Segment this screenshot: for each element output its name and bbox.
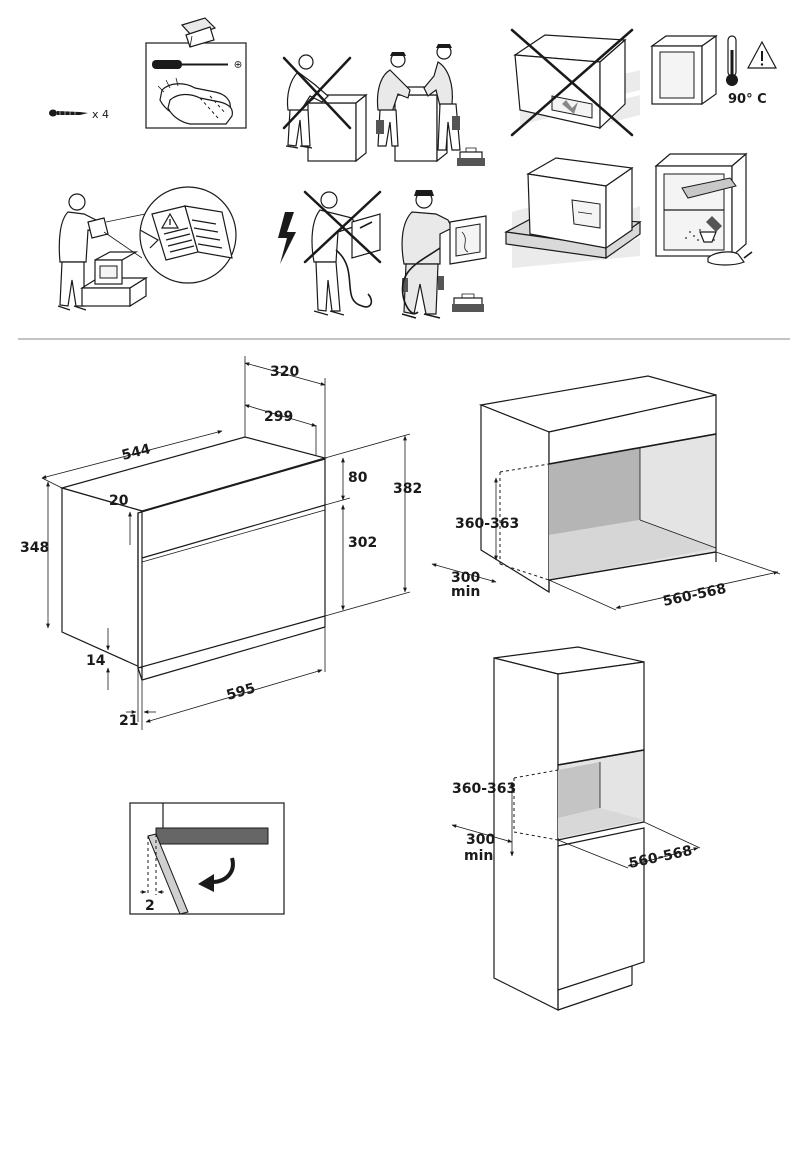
bracket-icon <box>180 17 217 48</box>
qualified-electrician <box>401 190 487 319</box>
electrical-danger-forbidden <box>278 190 382 316</box>
gap-detail <box>129 802 285 915</box>
dim-depth-body: 299 <box>264 409 293 425</box>
rotation-arrow-icon <box>198 857 235 892</box>
toolbox-icon-2 <box>452 293 484 312</box>
read-manual-illustration <box>57 186 237 311</box>
brush-icon <box>699 216 722 243</box>
oven-dimension-drawing <box>41 356 411 730</box>
dustpan-icon <box>707 251 753 266</box>
oven-on-protective-base <box>504 157 642 268</box>
niche-top-depth: 300 <box>451 570 480 586</box>
lightning-icon <box>278 212 296 264</box>
screwdriver-icon <box>152 60 242 69</box>
dim-front-offset: 21 <box>119 713 138 729</box>
gap-value: 2 <box>145 898 155 914</box>
screw-quantity: x 4 <box>92 108 109 121</box>
dim-panel-top: 20 <box>109 493 129 509</box>
dim-height: 348 <box>20 540 49 556</box>
toolbox-icon <box>457 147 485 166</box>
dim-upper-front: 80 <box>348 470 368 486</box>
thermometer-icon <box>726 35 738 86</box>
two-persons-lifting <box>376 44 485 166</box>
dim-depth-total: 320 <box>270 364 299 380</box>
niche-column-cabinet <box>451 646 701 1011</box>
dim-width: 544 <box>120 441 152 464</box>
tools-panel <box>145 17 247 129</box>
gloves-icon <box>157 77 233 125</box>
niche-top-height: 360-363 <box>455 516 519 532</box>
dim-total-height: 382 <box>393 481 422 497</box>
clean-cabinet-dust <box>654 152 753 266</box>
warning-icon <box>746 40 778 69</box>
niche-top-width: 560-568 <box>662 581 728 610</box>
dim-front-width: 595 <box>225 680 258 703</box>
niche-upper-cabinet <box>431 375 781 611</box>
dim-panel-bottom: 14 <box>86 653 106 669</box>
oven-damaged-forbidden <box>510 28 640 137</box>
niche-column-height: 360-363 <box>452 781 516 797</box>
niche-column-depth-min: min <box>464 848 493 864</box>
niche-column-depth: 300 <box>466 832 495 848</box>
screw-icon <box>49 109 88 117</box>
dim-lower-front: 302 <box>348 535 377 551</box>
single-person-lifting-forbidden <box>282 54 368 163</box>
cabinet-heat-requirement <box>650 34 778 106</box>
niche-top-depth-min: min <box>451 584 480 600</box>
manual-warning-icon <box>160 212 180 229</box>
temperature-label: 90° C <box>728 92 767 107</box>
